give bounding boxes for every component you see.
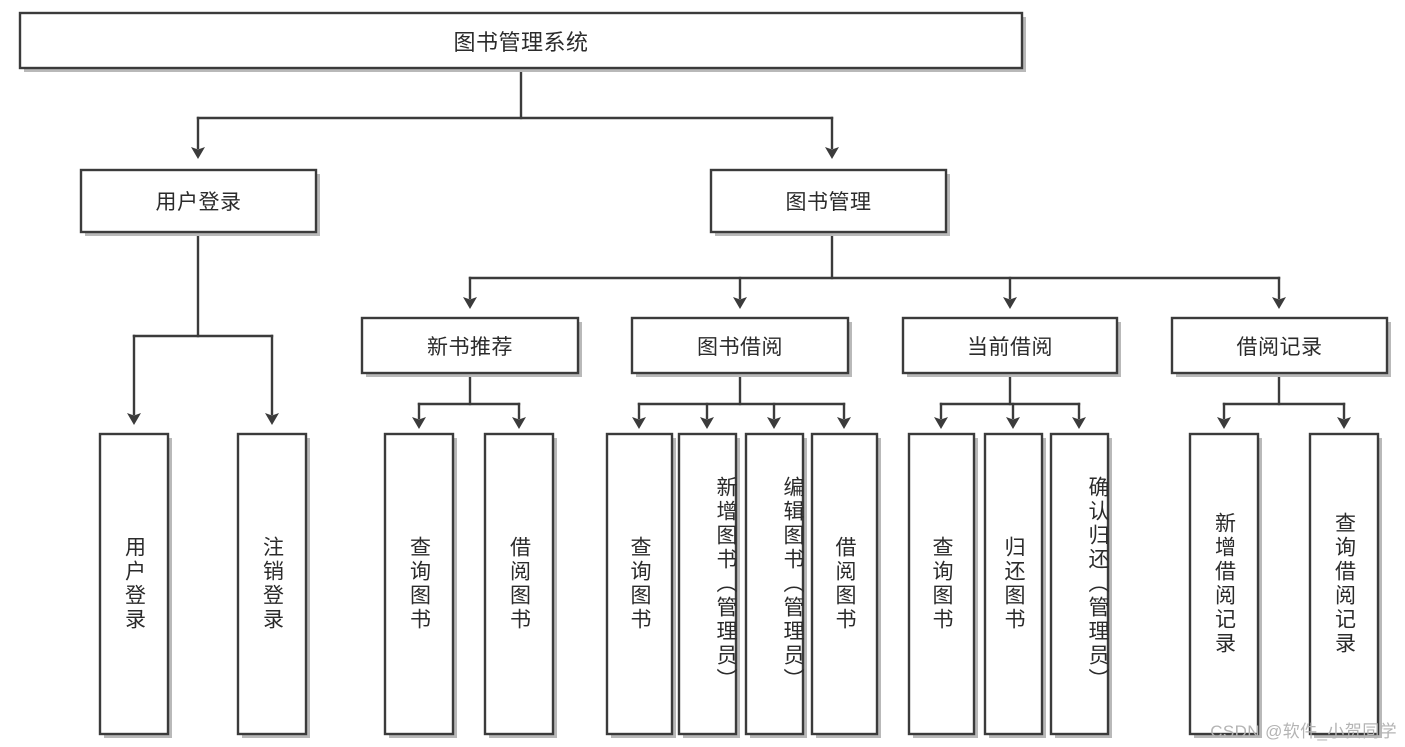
node-box-layer <box>18 11 1391 738</box>
leaf-edit-book-admin[interactable] <box>744 432 805 736</box>
leaf-query-book-borrow[interactable] <box>605 432 674 736</box>
node-new-book-recommend[interactable] <box>360 316 580 375</box>
leaf-add-borrow-record[interactable] <box>1188 432 1260 736</box>
leaf-logout[interactable] <box>236 432 308 736</box>
node-borrow-record[interactable] <box>1170 316 1389 375</box>
leaf-borrow-book-newbook[interactable] <box>483 432 555 736</box>
node-root-book-management-system[interactable] <box>18 11 1024 70</box>
node-current-borrow[interactable] <box>901 316 1119 375</box>
connector-layer <box>127 66 1351 429</box>
leaf-query-borrow-record[interactable] <box>1308 432 1380 736</box>
leaf-borrow-book[interactable] <box>810 432 879 736</box>
leaf-confirm-return-admin[interactable] <box>1049 432 1110 736</box>
leaf-query-book-newbook[interactable] <box>383 432 455 736</box>
node-book-management[interactable] <box>709 168 948 234</box>
leaf-return-book[interactable] <box>983 432 1044 736</box>
leaf-query-book-current[interactable] <box>907 432 976 736</box>
leaf-user-login[interactable] <box>98 432 170 736</box>
node-book-borrow[interactable] <box>630 316 850 375</box>
node-user-login[interactable] <box>79 168 318 234</box>
leaf-add-book-admin[interactable] <box>677 432 738 736</box>
